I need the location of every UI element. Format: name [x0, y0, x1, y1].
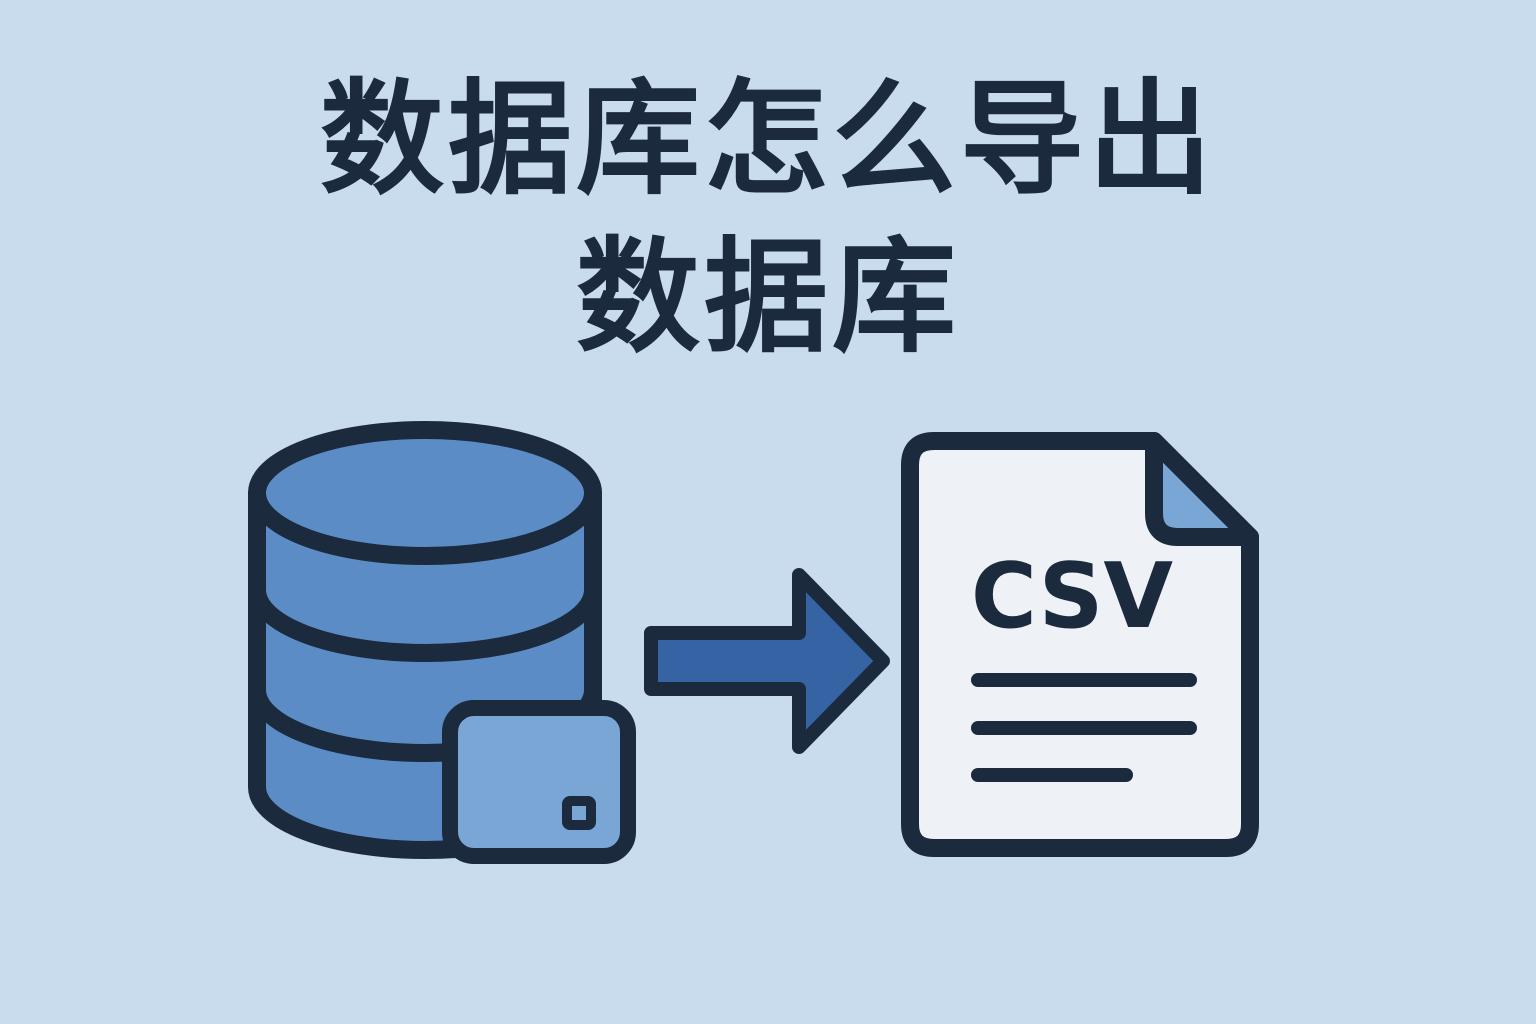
page-title-line-2: 数据库: [575, 226, 960, 370]
csv-file-label: CSV: [971, 544, 1174, 649]
database-badge-icon: [442, 700, 636, 864]
page-title-line-1: 数据库怎么导出: [319, 68, 1216, 212]
arrow-right-icon: [644, 568, 890, 754]
csv-file-icon: [901, 432, 1259, 857]
